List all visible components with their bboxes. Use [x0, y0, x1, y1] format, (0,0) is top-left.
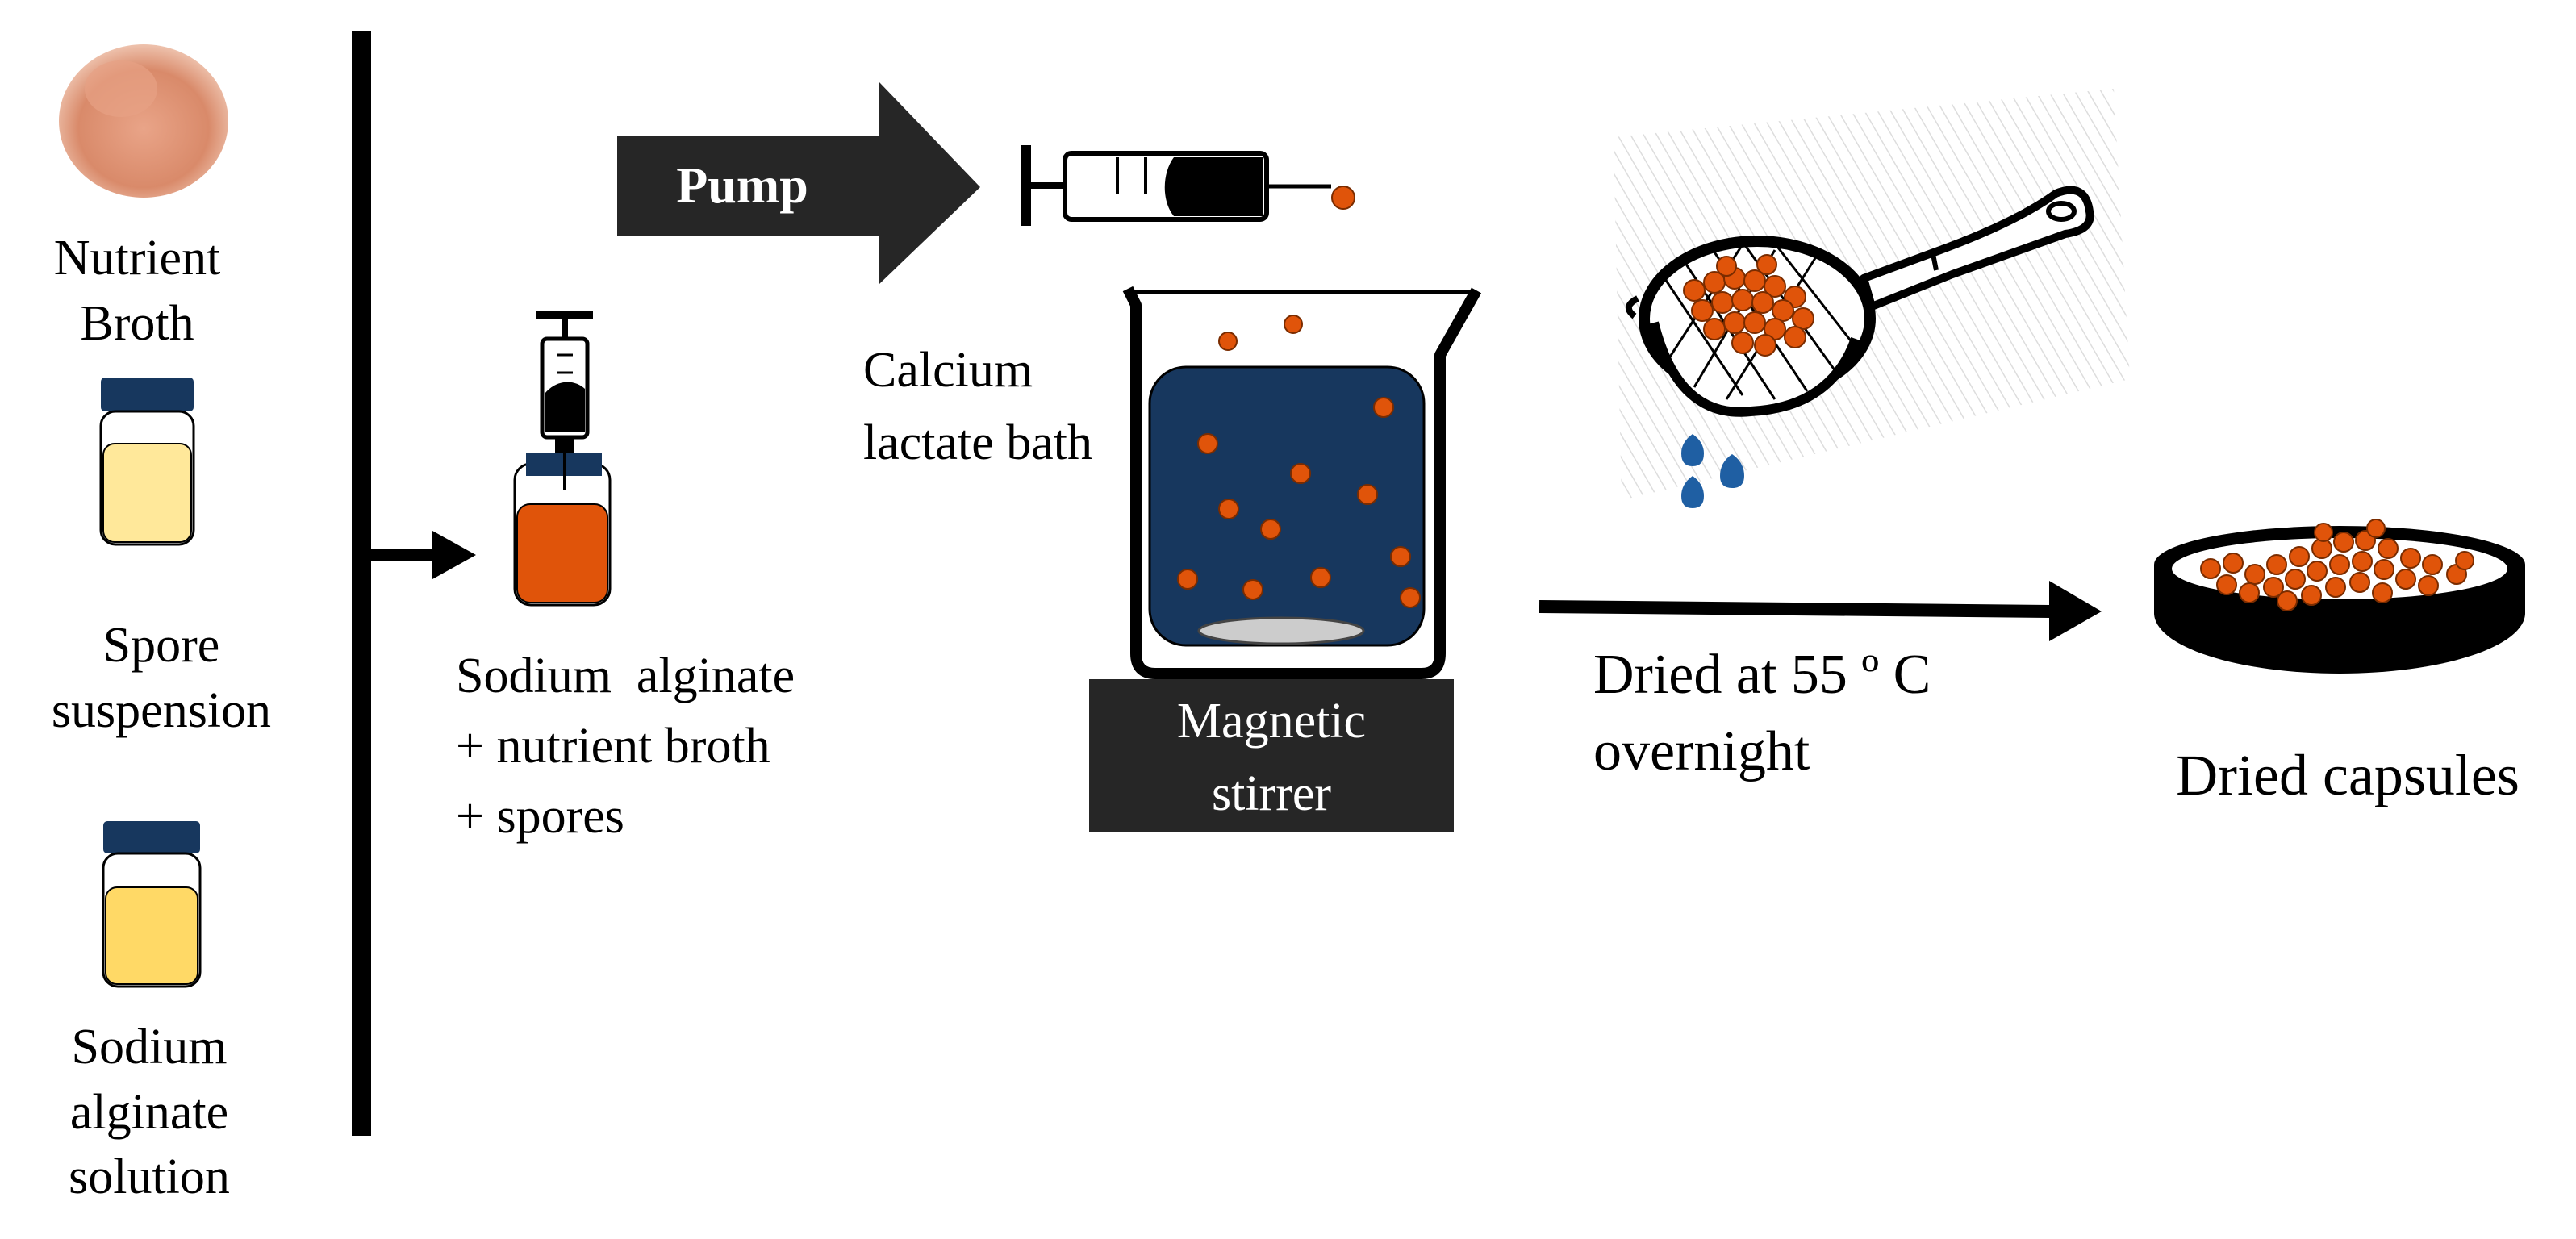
- sodium-alginate-line2: alginate: [69, 1084, 229, 1140]
- nutrient-broth-line2: Broth: [80, 295, 194, 351]
- sodium-alginate-line3: solution: [69, 1149, 230, 1205]
- sodium-alginate-jar-icon: [102, 821, 202, 988]
- drying-line2: overnight: [1593, 720, 1810, 782]
- dish-capsules: [2200, 519, 2474, 611]
- combine-arrow-icon: [361, 531, 476, 579]
- nutrient-broth-line1: Nutrient: [53, 231, 221, 286]
- calcium-lactate-line1: Calcium: [863, 343, 1033, 398]
- mixture-bottle-icon: [513, 453, 612, 607]
- spore-suspension-line2: suspension: [51, 682, 272, 738]
- horizontal-syringe-icon: [1021, 145, 1355, 226]
- mixture-line3: + spores: [456, 788, 624, 844]
- spore-suspension-label: Spore suspension: [24, 613, 299, 743]
- sodium-alginate-line1: Sodium: [71, 1020, 228, 1074]
- nutrient-broth-label: Nutrient Broth: [24, 226, 250, 356]
- pump-arrow-icon: [617, 82, 980, 284]
- capsule-drops: [1177, 315, 1421, 608]
- sodium-alginate-label: Sodium alginate solution: [32, 1015, 266, 1210]
- magnetic-stirrer-line1: Magnetic: [1176, 694, 1367, 749]
- drying-line1: Dried at 55 º C: [1593, 644, 1931, 706]
- strainer-icon: [1614, 89, 2130, 500]
- pump-label: Pump: [676, 156, 808, 214]
- calcium-lactate-line2: lactate bath: [863, 415, 1092, 470]
- dried-capsules-label: Dried capsules: [2176, 743, 2520, 807]
- water-drops-icon: [1681, 434, 1744, 508]
- vertical-syringe-icon: [536, 311, 593, 490]
- mixture-line1: Sodium alginate: [456, 649, 795, 703]
- spore-suspension-line1: Spore: [102, 618, 220, 673]
- magnetic-stirrer-label: Magnetic stirrer: [1089, 686, 1454, 831]
- mixture-line2: + nutrient broth: [456, 718, 770, 774]
- nutrient-broth-powder-icon: [59, 44, 228, 198]
- calcium-lactate-label: Calcium lactate bath: [863, 335, 1170, 480]
- drying-arrow-icon: [1539, 581, 2102, 641]
- beaker-icon: [1122, 286, 1482, 679]
- drying-label: Dried at 55 º C overnight: [1593, 637, 2045, 790]
- mixture-label: Sodium alginate + nutrient broth + spore…: [456, 641, 908, 851]
- magnetic-stirrer-base: [1089, 679, 1454, 832]
- spore-suspension-jar-icon: [99, 378, 195, 546]
- magnetic-stirrer-line2: stirrer: [1211, 766, 1332, 821]
- strainer-capsules: [1683, 254, 1814, 357]
